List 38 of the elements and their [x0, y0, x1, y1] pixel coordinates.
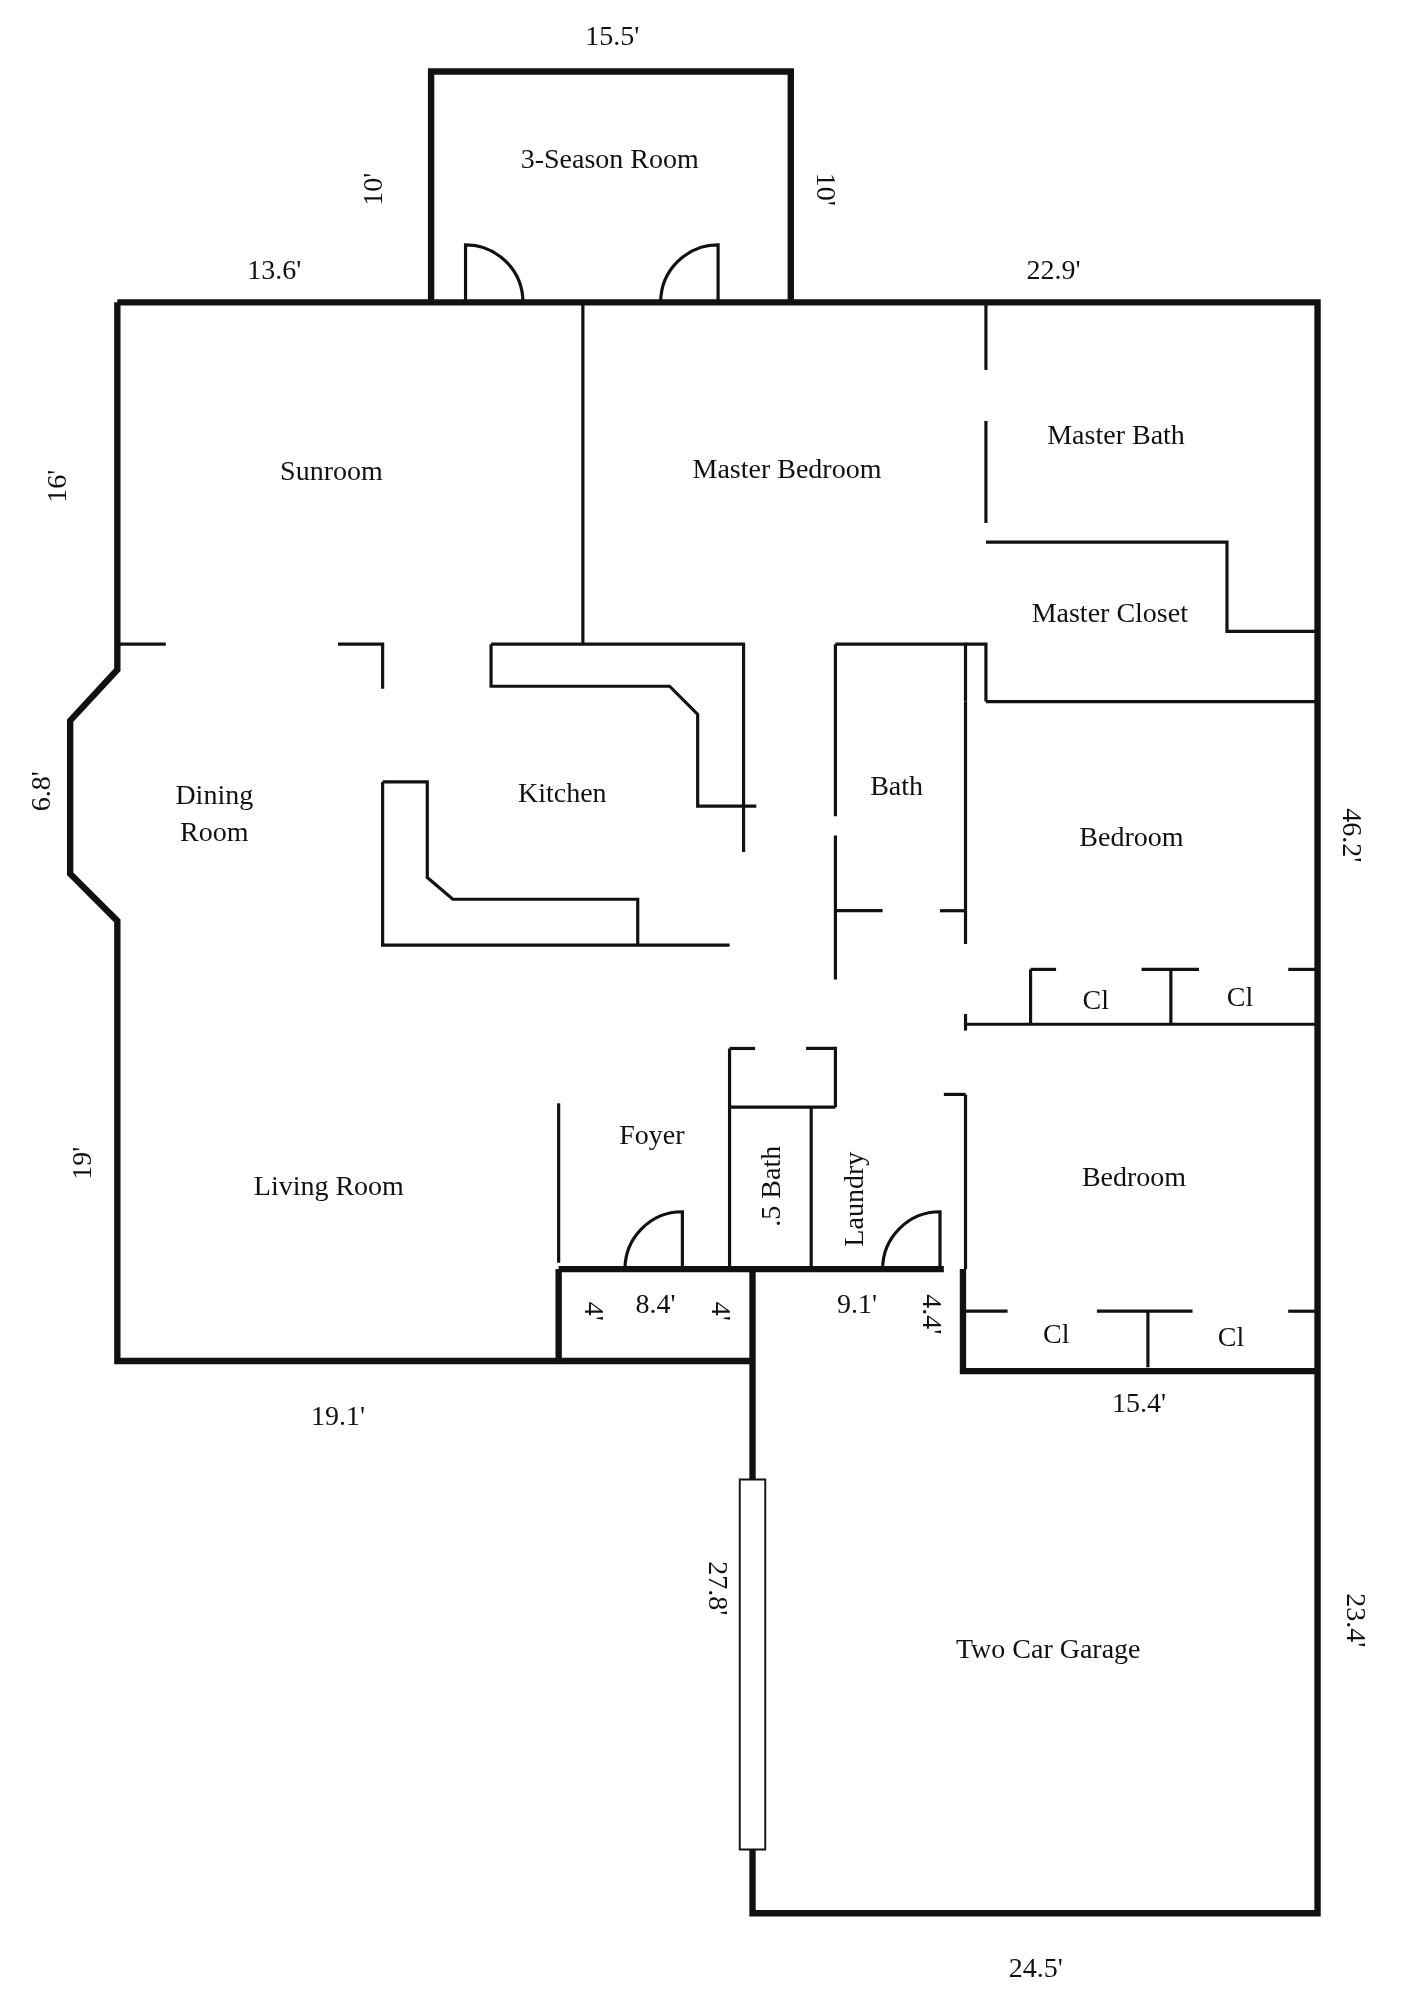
dimension-label: 24.5' — [1008, 1951, 1063, 1985]
room-label: Bedroom — [1079, 819, 1184, 854]
dimension-label: 19' — [65, 1146, 99, 1180]
dimension-label: 8.4' — [635, 1286, 676, 1321]
room-label: Master Closet — [1031, 596, 1188, 631]
room-label: Kitchen — [517, 776, 607, 811]
dimension-label: 4.4' — [916, 1293, 950, 1334]
room-label: Bath — [870, 768, 924, 803]
room-label: Dining Room — [174, 778, 255, 849]
room-label: Master Bath — [1046, 417, 1186, 452]
dimension-label: 15.4' — [1111, 1386, 1166, 1420]
dimension-label: 9.1' — [837, 1286, 878, 1321]
room-label: Laundry — [837, 1151, 871, 1247]
dimension-label: 27.8' — [702, 1561, 736, 1616]
dimension-label: 13.6' — [247, 253, 302, 288]
room-label: Cl — [1082, 982, 1110, 1017]
room-label: Living Room — [252, 1169, 405, 1204]
room-label: 3-Season Room — [520, 142, 699, 177]
dimension-label: 4' — [704, 1301, 738, 1321]
room-label: Cl — [1217, 1319, 1245, 1354]
room-label: Bedroom — [1081, 1160, 1187, 1195]
room-label: .5 Bath — [754, 1145, 788, 1227]
dimension-label: 4' — [577, 1301, 611, 1321]
room-label: Cl — [1043, 1317, 1070, 1352]
dimension-label: 10' — [356, 172, 390, 206]
dimension-label: 16' — [40, 469, 74, 503]
room-label: Master Bedroom — [691, 452, 883, 487]
dimension-label: 6.8' — [23, 770, 57, 811]
room-label: Cl — [1226, 980, 1254, 1015]
dimension-label: 10' — [809, 172, 843, 206]
dimension-label: 23.4' — [1340, 1593, 1373, 1648]
dimension-label: 22.9' — [1026, 253, 1081, 288]
room-label: Two Car Garage — [955, 1632, 1141, 1667]
room-label: Foyer — [619, 1118, 685, 1153]
dimension-label: 15.5' — [585, 18, 640, 53]
dimension-label: 19.1' — [311, 1398, 366, 1433]
dimension-label: 46.2' — [1336, 808, 1370, 863]
room-label: Sunroom — [280, 453, 383, 488]
